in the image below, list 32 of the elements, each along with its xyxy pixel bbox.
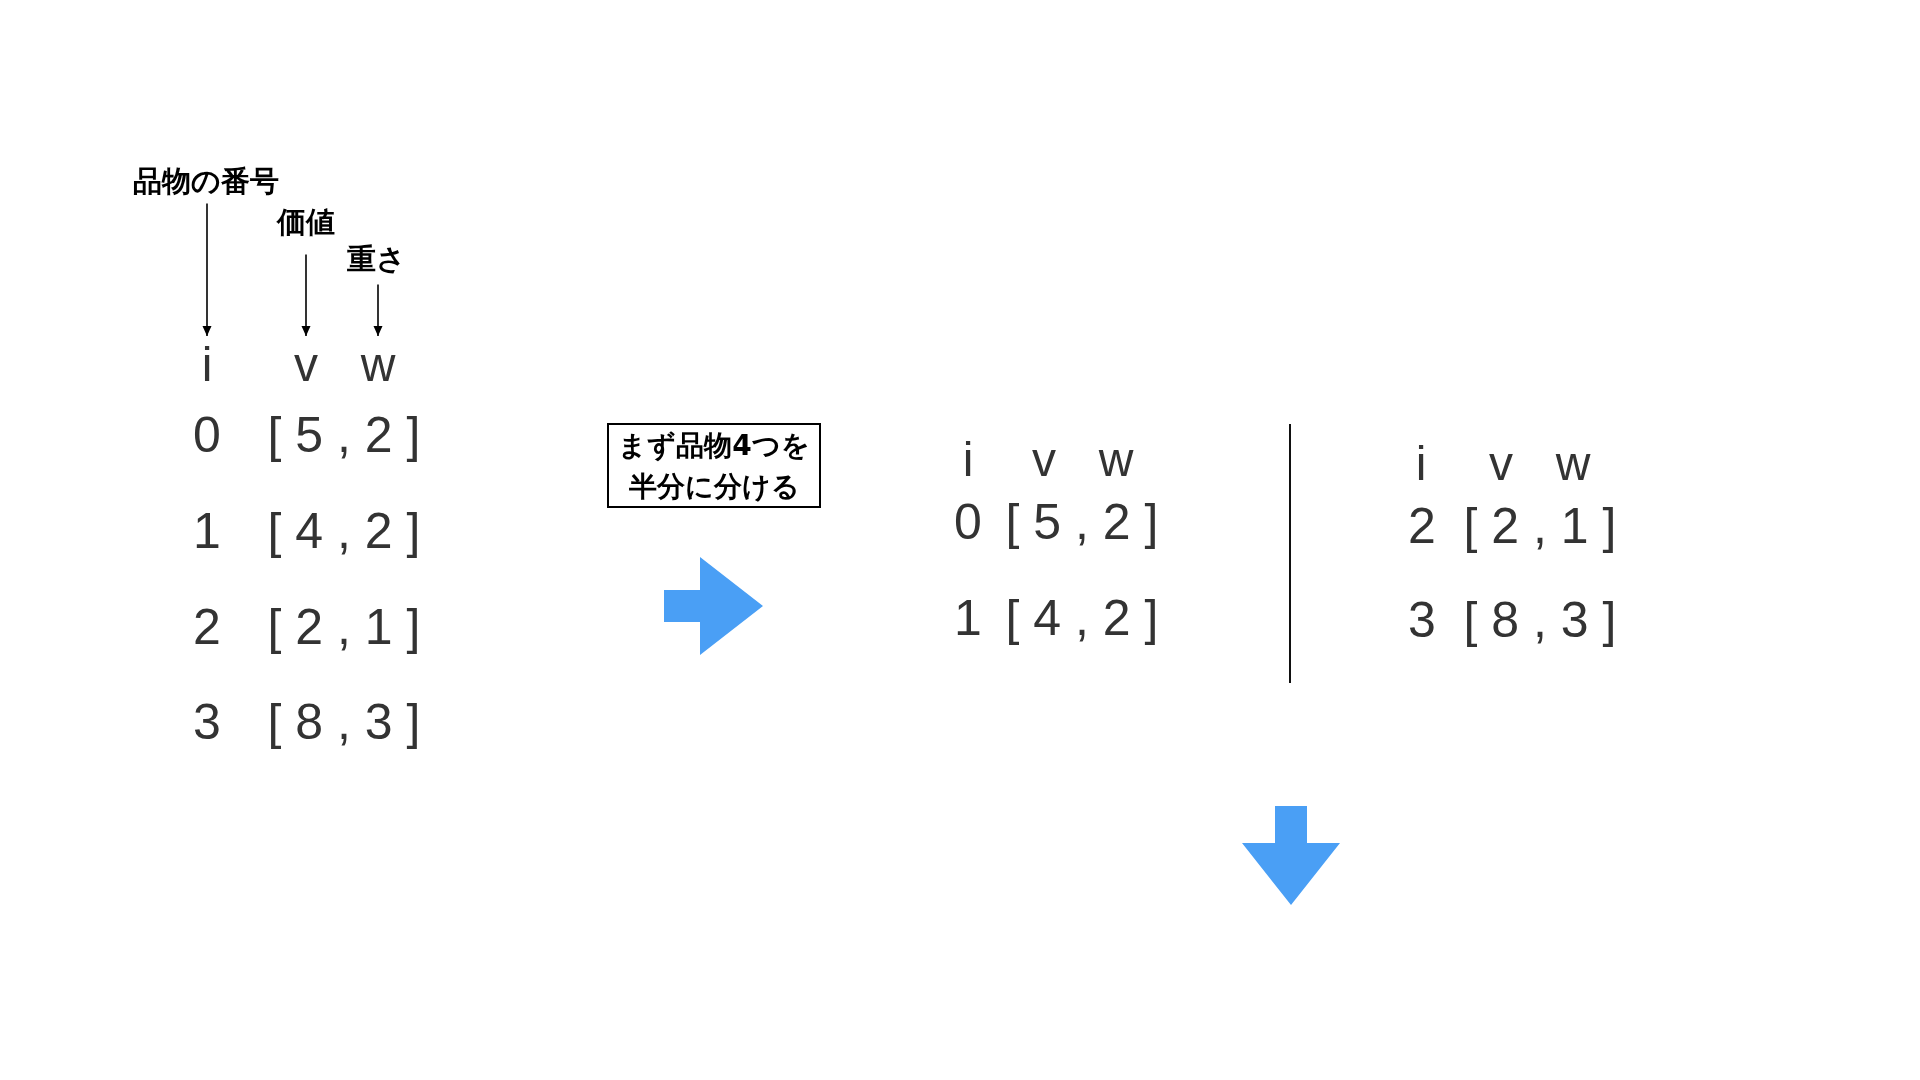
column-header: v	[1489, 440, 1513, 488]
leader-arrow	[301, 253, 311, 337]
item-number: 0	[954, 497, 982, 547]
item-values: [ 2 , 1 ]	[267, 602, 421, 652]
annotation-label: 品物の番号	[133, 166, 279, 196]
column-header: i	[1415, 440, 1427, 488]
column-header: v	[1032, 436, 1056, 484]
item-values: [ 4 , 2 ]	[1005, 593, 1159, 643]
column-header: i	[201, 341, 213, 389]
item-values: [ 4 , 2 ]	[267, 506, 421, 556]
item-number: 0	[193, 410, 221, 460]
column-header: w	[1555, 440, 1591, 488]
item-number: 1	[954, 593, 982, 643]
annotation-label: 価値	[277, 207, 335, 237]
column-header: v	[294, 341, 318, 389]
item-number: 2	[1408, 501, 1436, 551]
item-values: [ 8 , 3 ]	[267, 697, 421, 747]
item-values: [ 2 , 1 ]	[1463, 501, 1617, 551]
column-header: i	[962, 436, 974, 484]
column-header: w	[360, 341, 396, 389]
item-number: 3	[193, 697, 221, 747]
leader-arrow	[373, 283, 383, 337]
item-values: [ 5 , 2 ]	[1005, 497, 1159, 547]
item-number: 1	[193, 506, 221, 556]
item-number: 2	[193, 602, 221, 652]
annotation-label: 重さ	[346, 244, 406, 274]
item-values: [ 5 , 2 ]	[267, 410, 421, 460]
item-number: 3	[1408, 595, 1436, 645]
column-header: w	[1098, 436, 1134, 484]
item-values: [ 8 , 3 ]	[1463, 595, 1617, 645]
leader-arrow	[202, 202, 212, 337]
note-box: まず品物4つを半分に分ける	[607, 423, 821, 508]
